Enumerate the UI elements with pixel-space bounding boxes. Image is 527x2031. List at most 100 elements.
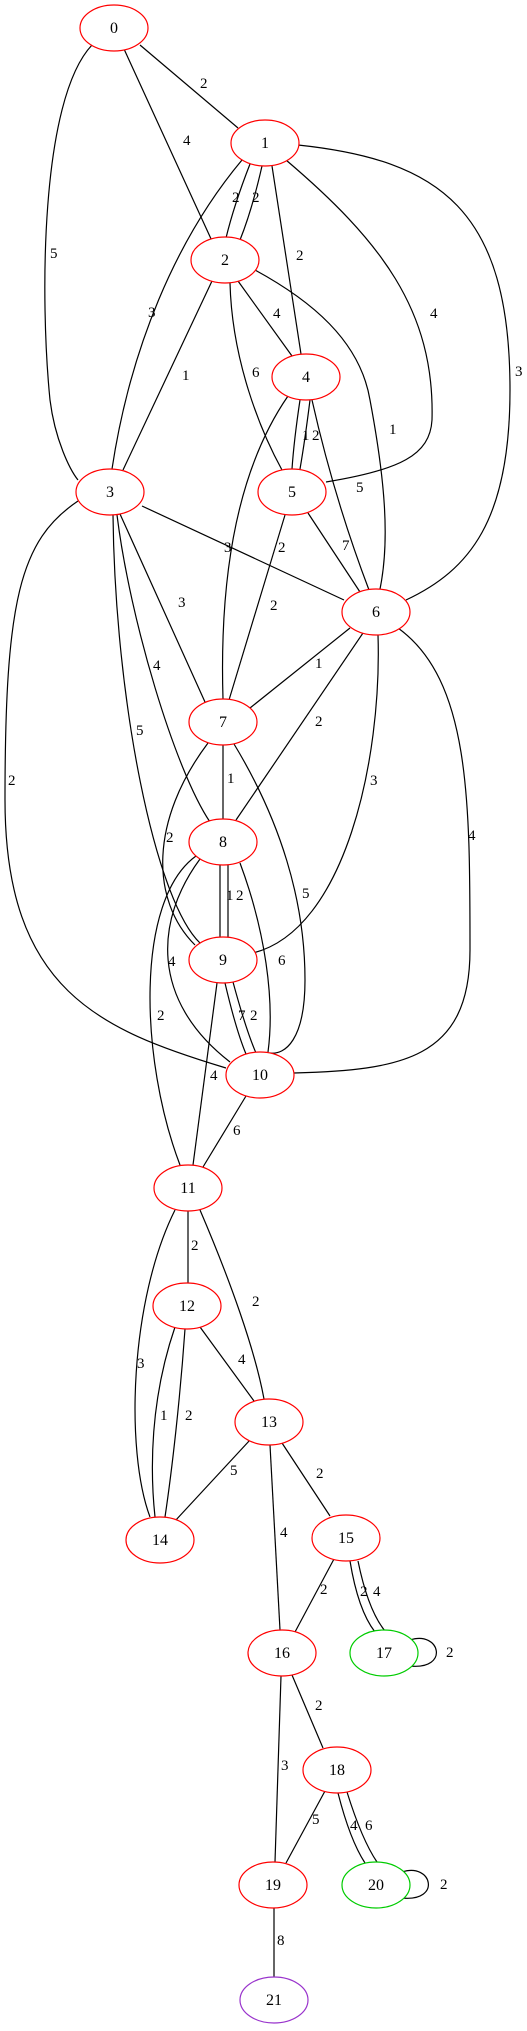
node-2: 2 (190, 236, 260, 284)
edge-6-9: 3 (252, 634, 379, 954)
edge-weight-label: 3 (178, 595, 186, 611)
edge-weight-label: 1 (227, 771, 235, 787)
edge-weight-label: 2 (8, 773, 16, 789)
node-label: 3 (106, 484, 114, 501)
edge-18-20: 4 (337, 1792, 366, 1864)
edge-2-3: 1 (122, 280, 213, 471)
node-label: 12 (179, 1298, 195, 1315)
edge-3-8: 4 (116, 514, 211, 823)
edge-weight-label: 5 (50, 246, 58, 262)
edge-line (122, 280, 213, 471)
edge-weight-label: 2 (440, 1877, 448, 1893)
edge-line (237, 280, 293, 357)
edge-line (192, 982, 218, 1166)
node-ellipse (188, 698, 258, 746)
node-label: 2 (221, 252, 229, 269)
node-8: 8 (188, 818, 258, 866)
edge-3-10: 2 (4, 500, 227, 1069)
edge-line (297, 144, 511, 601)
node-16: 16 (247, 1629, 317, 1677)
node-label: 1 (261, 135, 269, 152)
node-6: 6 (341, 588, 411, 636)
edge-12-13: 4 (199, 1326, 255, 1402)
edge-weight-label: 2 (236, 888, 244, 904)
edge-8-9: 2 (227, 865, 244, 937)
edge-line (291, 1674, 324, 1749)
edge-line (202, 1095, 247, 1168)
edge-weight-label: 3 (224, 540, 232, 556)
node-1: 1 (230, 119, 300, 167)
edge-weight-label: 1 (182, 368, 190, 384)
edge-weight-label: 1 (226, 888, 234, 904)
node-label: 20 (368, 1877, 384, 1894)
edge-weight-label: 4 (430, 306, 438, 322)
edge-6-7: 1 (249, 627, 351, 709)
node-20: 20 (341, 1861, 411, 1909)
edge-weight-label: 1 (389, 422, 397, 438)
edge-7-9: 2 (162, 742, 209, 946)
edge-8-9: 1 (219, 865, 234, 937)
edge-9-10: 7 (224, 982, 247, 1055)
node-label: 16 (274, 1645, 290, 1662)
edge-8-10: 4 (167, 858, 231, 1063)
edge-line (199, 1209, 265, 1400)
edge-5-7: 2 (228, 514, 286, 701)
edge-weight-label: 4 (373, 1584, 381, 1600)
edge-1-2: 2 (225, 163, 251, 239)
edge-0-3: 5 (44, 44, 93, 481)
edge-13-15: 2 (281, 1442, 331, 1517)
node-ellipse (239, 1976, 309, 2024)
edge-weight-label: 5 (356, 480, 364, 496)
edge-line (111, 159, 243, 470)
node-12: 12 (152, 1282, 222, 1330)
node-label: 0 (110, 20, 118, 37)
edge-line (274, 1675, 282, 1863)
node-21: 21 (239, 1976, 309, 2024)
edge-5-6: 7 (307, 512, 361, 593)
edge-16-18: 2 (291, 1674, 324, 1749)
edge-18-19: 5 (285, 1790, 326, 1864)
edge-weight-label: 1 (315, 656, 323, 672)
edge-13-14: 5 (174, 1439, 251, 1522)
edge-2-5: 6 (229, 282, 283, 471)
edge-weight-label: 6 (365, 1818, 373, 1834)
edge-3-9: 5 (112, 514, 201, 944)
edge-weight-label: 2 (232, 190, 240, 206)
edge-weight-label: 5 (230, 1463, 238, 1479)
edge-weight-label: 7 (238, 1008, 246, 1024)
node-ellipse (302, 1746, 372, 1794)
edge-16-19: 3 (274, 1675, 289, 1863)
edge-9-10: 2 (232, 981, 258, 1054)
edge-3-7: 3 (119, 513, 206, 703)
node-ellipse (190, 236, 260, 284)
edge-line (233, 743, 306, 1054)
edge-weight-label: 6 (278, 953, 286, 969)
edge-line (112, 514, 201, 944)
edge-line (285, 1790, 326, 1864)
edge-11-12: 2 (187, 1211, 199, 1283)
edge-weight-label: 2 (315, 714, 323, 730)
edge-line (225, 163, 251, 239)
edge-weight-label: 2 (185, 1408, 193, 1424)
edge-4-5: 1 (291, 399, 310, 470)
edge-weight-label: 5 (302, 886, 310, 902)
node-ellipse (311, 1514, 381, 1562)
edge-weight-label: 2 (312, 428, 320, 444)
node-label: 4 (302, 369, 310, 386)
edge-weight-label: 2 (157, 1008, 165, 1024)
node-10: 10 (225, 1051, 295, 1099)
edge-weight-label: 2 (252, 1294, 260, 1310)
edge-6-8: 2 (235, 632, 364, 821)
edge-weight-label: 3 (281, 1758, 289, 1774)
edge-19-21: 8 (273, 1908, 285, 1977)
edge-weight-label: 2 (270, 598, 278, 614)
edge-weight-label: 4 (153, 658, 161, 674)
node-ellipse (257, 468, 327, 516)
edge-line (239, 165, 263, 241)
edge-4-7: 3 (221, 395, 289, 700)
node-ellipse (349, 1629, 419, 1677)
edge-line (294, 1558, 335, 1633)
edge-line (164, 1328, 186, 1518)
node-ellipse (341, 588, 411, 636)
edge-3-6: 2 (141, 505, 345, 601)
